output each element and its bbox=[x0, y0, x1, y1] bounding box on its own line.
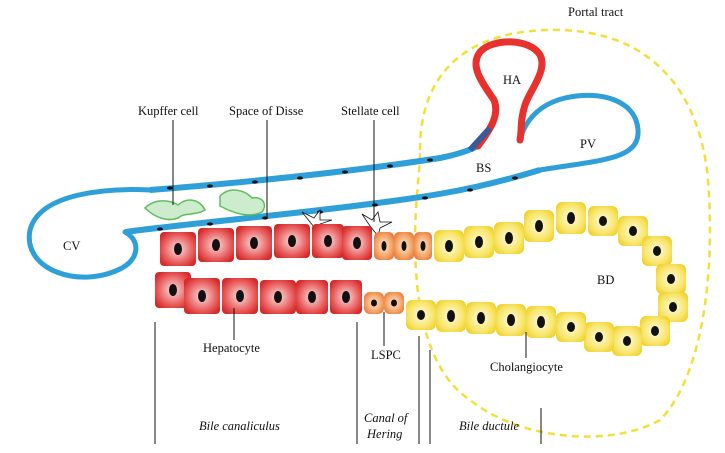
kupffer-cells bbox=[143, 189, 266, 221]
space-of-disse-label: Space of Disse bbox=[229, 104, 304, 118]
portal-tract-label: Portal tract bbox=[568, 5, 624, 19]
pv-vessel bbox=[517, 92, 641, 173]
ha-label: HA bbox=[503, 73, 521, 87]
lspc-nuclei bbox=[371, 241, 426, 307]
bs-label: BS bbox=[476, 161, 491, 175]
hepatocytes-upper bbox=[160, 224, 372, 266]
cv-label: CV bbox=[63, 239, 80, 253]
hepatocytes-lower bbox=[155, 272, 362, 314]
hepatocyte-label: Hepatocyte bbox=[203, 341, 260, 355]
cholangiocytes bbox=[406, 202, 688, 356]
stellate-cell-label: Stellate cell bbox=[341, 104, 400, 118]
bd-label: BD bbox=[597, 273, 614, 287]
zone-separators bbox=[154, 322, 542, 444]
pointer-lines bbox=[172, 120, 527, 358]
hepatocyte-nuclei-upper bbox=[174, 235, 361, 255]
pv-label: PV bbox=[580, 137, 596, 151]
hepatocyte-nuclei-lower bbox=[169, 284, 350, 303]
ha-vessel-join bbox=[467, 125, 493, 153]
canal-of-hering-line1: Canal of bbox=[364, 411, 409, 425]
cholangiocyte-nuclei bbox=[417, 212, 677, 346]
kupffer-cell-label: Kupffer cell bbox=[138, 104, 199, 118]
bile-ductule-label: Bile ductule bbox=[459, 419, 519, 433]
sinusoid-upper-wall bbox=[149, 143, 480, 193]
cv-vessel bbox=[26, 187, 153, 280]
canal-of-hering-line2: Hering bbox=[366, 427, 402, 441]
portal-tract-outline bbox=[413, 28, 712, 438]
lspc-label: LSPC bbox=[371, 348, 401, 362]
endothelial-nuclei bbox=[157, 158, 518, 231]
bile-canaliculus-label: Bile canaliculus bbox=[199, 419, 280, 433]
ha-vessel bbox=[472, 38, 546, 150]
cholangiocyte-label: Cholangiocyte bbox=[490, 360, 563, 374]
